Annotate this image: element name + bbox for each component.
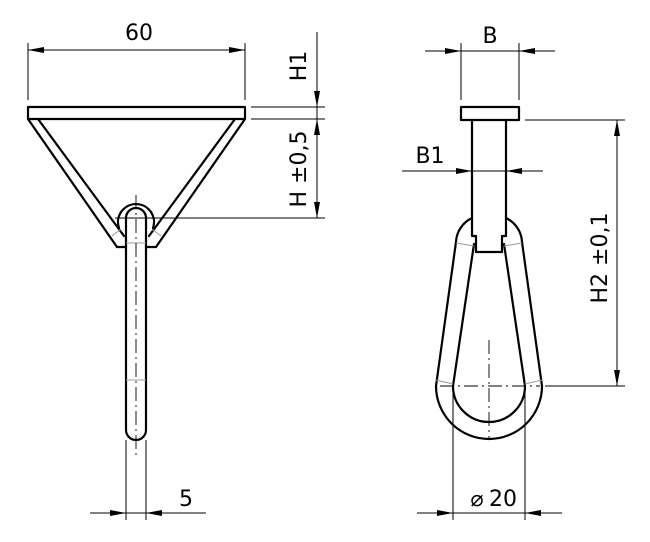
rod <box>124 195 148 455</box>
teardrop-loop <box>434 216 544 441</box>
dim-label-h2: H2 ±0,1 <box>588 213 613 304</box>
dim-label-60: 60 <box>125 21 153 46</box>
dimension-b1: B1 <box>402 144 543 174</box>
dimension-rod-5: 5 <box>90 440 206 520</box>
dimension-b: B <box>425 24 555 100</box>
dim-label-dia-value: 20 <box>489 487 517 512</box>
dim-label-h: H ±0,5 <box>287 131 312 208</box>
pin <box>470 118 508 254</box>
dim-label-b: B <box>482 24 497 49</box>
dimension-h1-h: H1 H ±0,5 <box>115 32 325 219</box>
dimension-width-60: 60 <box>27 21 246 100</box>
dim-label-h1: H1 <box>287 51 312 82</box>
triangle-arms <box>26 117 247 249</box>
top-plate <box>26 105 247 121</box>
dimension-diameter-20: ⌀ 20 <box>417 386 562 520</box>
dimension-h2: H2 ±0,1 <box>525 119 625 387</box>
dim-label-dia-symbol: ⌀ <box>470 487 483 512</box>
pin-cap <box>459 105 521 122</box>
front-view: 60 H1 H ±0,5 5 <box>26 21 325 520</box>
dim-label-5: 5 <box>179 487 193 512</box>
dim-label-b1: B1 <box>415 144 444 169</box>
side-view: B B1 H2 ±0,1 ⌀ 20 <box>402 24 625 520</box>
